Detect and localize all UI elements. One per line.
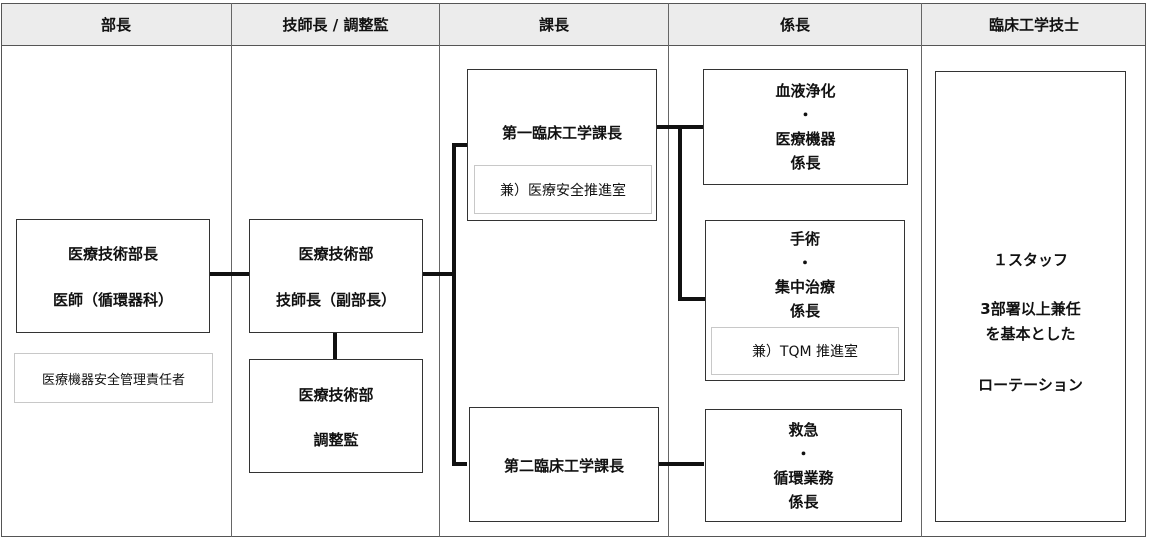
connector-line [452,462,467,466]
coordinator-dept: 医療技術部 [298,386,374,404]
column-header-director: 部長 [100,16,131,34]
staff-line: １スタッフ [992,251,1068,269]
section2-title: 第二臨床工学課長 [503,457,624,475]
connector-line [658,462,704,466]
column-header-engineer: 臨床工学技士 [988,16,1079,34]
director-box: 医療技術部長 医師（循環器科） [16,219,210,333]
column-header-section-chief: 課長 [538,16,569,34]
chief-engineer-title: 技師長（副部長） [275,291,396,309]
coordinator-box: 医療技術部 調整監 [249,359,423,473]
chief2-sub: 兼）TQM 推進室 [711,327,899,375]
chief-engineer-box: 医療技術部 技師長（副部長） [249,219,423,333]
chief1-line: 係長 [790,154,821,172]
column-divider [231,3,232,537]
section1-box: 第一臨床工学課長 兼）医療安全推進室 [467,69,657,221]
column-header-subsection-chief: 係長 [779,16,810,34]
chief2-line: ・ [797,254,813,272]
chief3-box: 救急 ・ 循環業務 係長 [705,409,902,522]
chief3-line: 救急 [788,420,819,439]
column-header-chief-engineer: 技師長 / 調整監 [282,16,389,34]
chief3-line: ・ [795,444,811,463]
coordinator-title: 調整監 [313,431,359,449]
connector-line [333,332,337,359]
chief2-line: 係長 [789,302,820,320]
director-note: 医療機器安全管理責任者 [14,353,213,403]
section1-title: 第一臨床工学課長 [501,124,622,142]
director-role: 医師（循環器科） [52,291,173,309]
column-divider [439,3,440,537]
connector-line [678,125,682,301]
staff-line: を基本とした [985,325,1076,343]
staff-line: ローテーション [978,376,1083,394]
chief3-line: 係長 [788,492,819,511]
staff-box: １スタッフ 3部署以上兼任 を基本とした ローテーション [935,71,1126,522]
chief2-line: 集中治療 [774,278,835,296]
connector-line [423,272,454,276]
chief1-line: 血液浄化 [775,82,836,100]
connector-line [452,143,467,147]
column-divider [668,3,669,537]
header-row [1,3,1146,46]
chief1-box: 血液浄化 ・ 医療機器 係長 [703,69,908,185]
chief2-line: 手術 [789,230,820,248]
chart-frame [1,3,1146,537]
chief1-line: ・ [797,106,813,124]
chief-engineer-dept: 医療技術部 [298,245,374,263]
director-title: 医療技術部長 [67,245,158,263]
section1-sub: 兼）医療安全推進室 [474,165,652,214]
connector-line [678,297,706,301]
connector-line [209,272,249,276]
chief2-box: 手術 ・ 集中治療 係長 兼）TQM 推進室 [705,220,905,381]
chief1-line: 医療機器 [775,130,836,148]
connector-line [452,143,456,465]
chief3-line: 循環業務 [773,468,834,487]
staff-line: 3部署以上兼任 [980,300,1081,318]
column-divider [921,3,922,537]
chief2-text: 手術 ・ 集中治療 係長 [706,227,904,323]
section2-box: 第二臨床工学課長 [469,407,659,522]
